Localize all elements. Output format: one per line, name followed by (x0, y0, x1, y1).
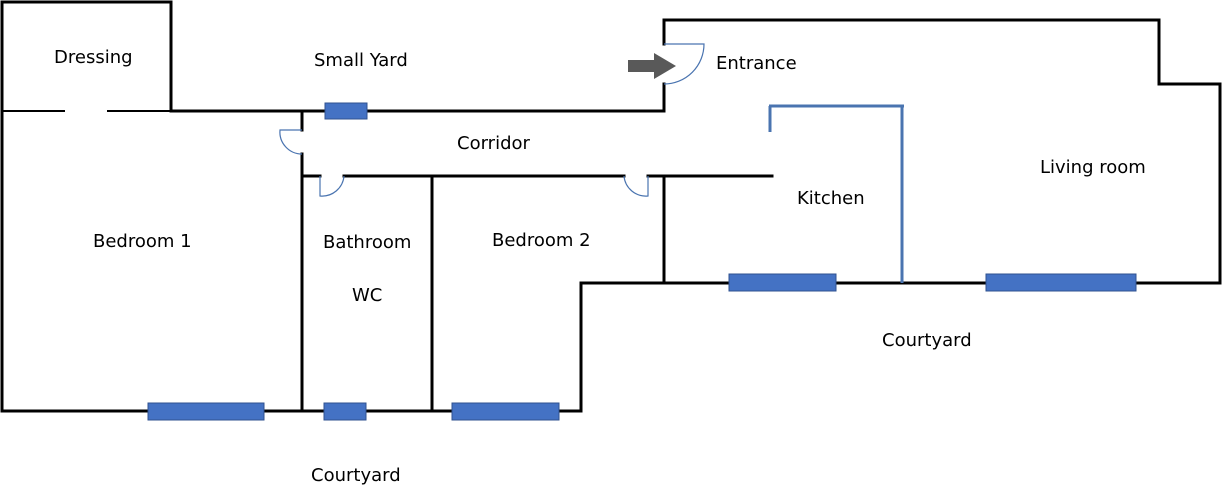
door-entrance[interactable] (663, 43, 705, 85)
door-bedroom1[interactable] (279, 129, 303, 155)
label-courtyard-bottom: Courtyard (311, 465, 401, 486)
label-living-room: Living room (1040, 157, 1146, 178)
label-wc: WC (352, 285, 382, 306)
windows (147, 102, 1137, 421)
arrow-right-icon (628, 53, 676, 79)
window-small-yard (324, 102, 368, 120)
label-corridor: Corridor (457, 133, 531, 154)
label-courtyard-right: Courtyard (882, 330, 972, 351)
door-bathroom[interactable] (319, 175, 345, 197)
window-kitchen (728, 273, 837, 292)
window-bedroom2 (451, 402, 560, 421)
label-entrance: Entrance (716, 53, 797, 74)
label-bedroom2: Bedroom 2 (492, 230, 591, 251)
window-bathroom (323, 402, 367, 421)
doors (279, 43, 705, 197)
label-bedroom1: Bedroom 1 (93, 231, 192, 252)
kitchen-partition (768, 104, 904, 283)
label-kitchen: Kitchen (797, 188, 865, 209)
label-bathroom: Bathroom (323, 232, 411, 253)
window-bedroom1 (147, 402, 265, 421)
label-dressing: Dressing (54, 47, 133, 68)
walls (0, 0, 1222, 413)
door-bedroom2[interactable] (623, 175, 649, 197)
window-living (985, 273, 1137, 292)
label-small-yard: Small Yard (314, 50, 408, 71)
labels: Dressing Small Yard Entrance Corridor Li… (54, 47, 1146, 486)
